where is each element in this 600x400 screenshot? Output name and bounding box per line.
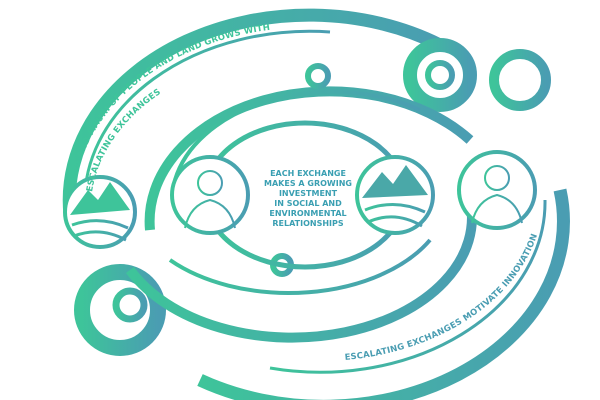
mountain-river-icon — [63, 175, 137, 249]
center-text: EACH EXCHANGE MAKES A GROWING INVESTMENT… — [264, 169, 352, 228]
center-line: INVESTMENT — [279, 189, 338, 198]
center-line: MAKES A GROWING — [264, 179, 352, 188]
middle-loop — [125, 63, 477, 343]
center-line: ENVIRONMENTAL — [269, 209, 346, 218]
person-icon — [170, 155, 250, 235]
center-line: RELATIONSHIPS — [272, 219, 344, 228]
icon-circles — [63, 150, 537, 249]
center-line: EACH EXCHANGE — [270, 169, 346, 178]
outer-loop — [62, 8, 570, 400]
center-line: IN SOCIAL AND — [274, 199, 342, 208]
outer-top-label-2: ESCALATING EXCHANGES — [85, 87, 163, 192]
mountain-river-icon — [355, 155, 435, 235]
person-icon — [457, 150, 537, 230]
